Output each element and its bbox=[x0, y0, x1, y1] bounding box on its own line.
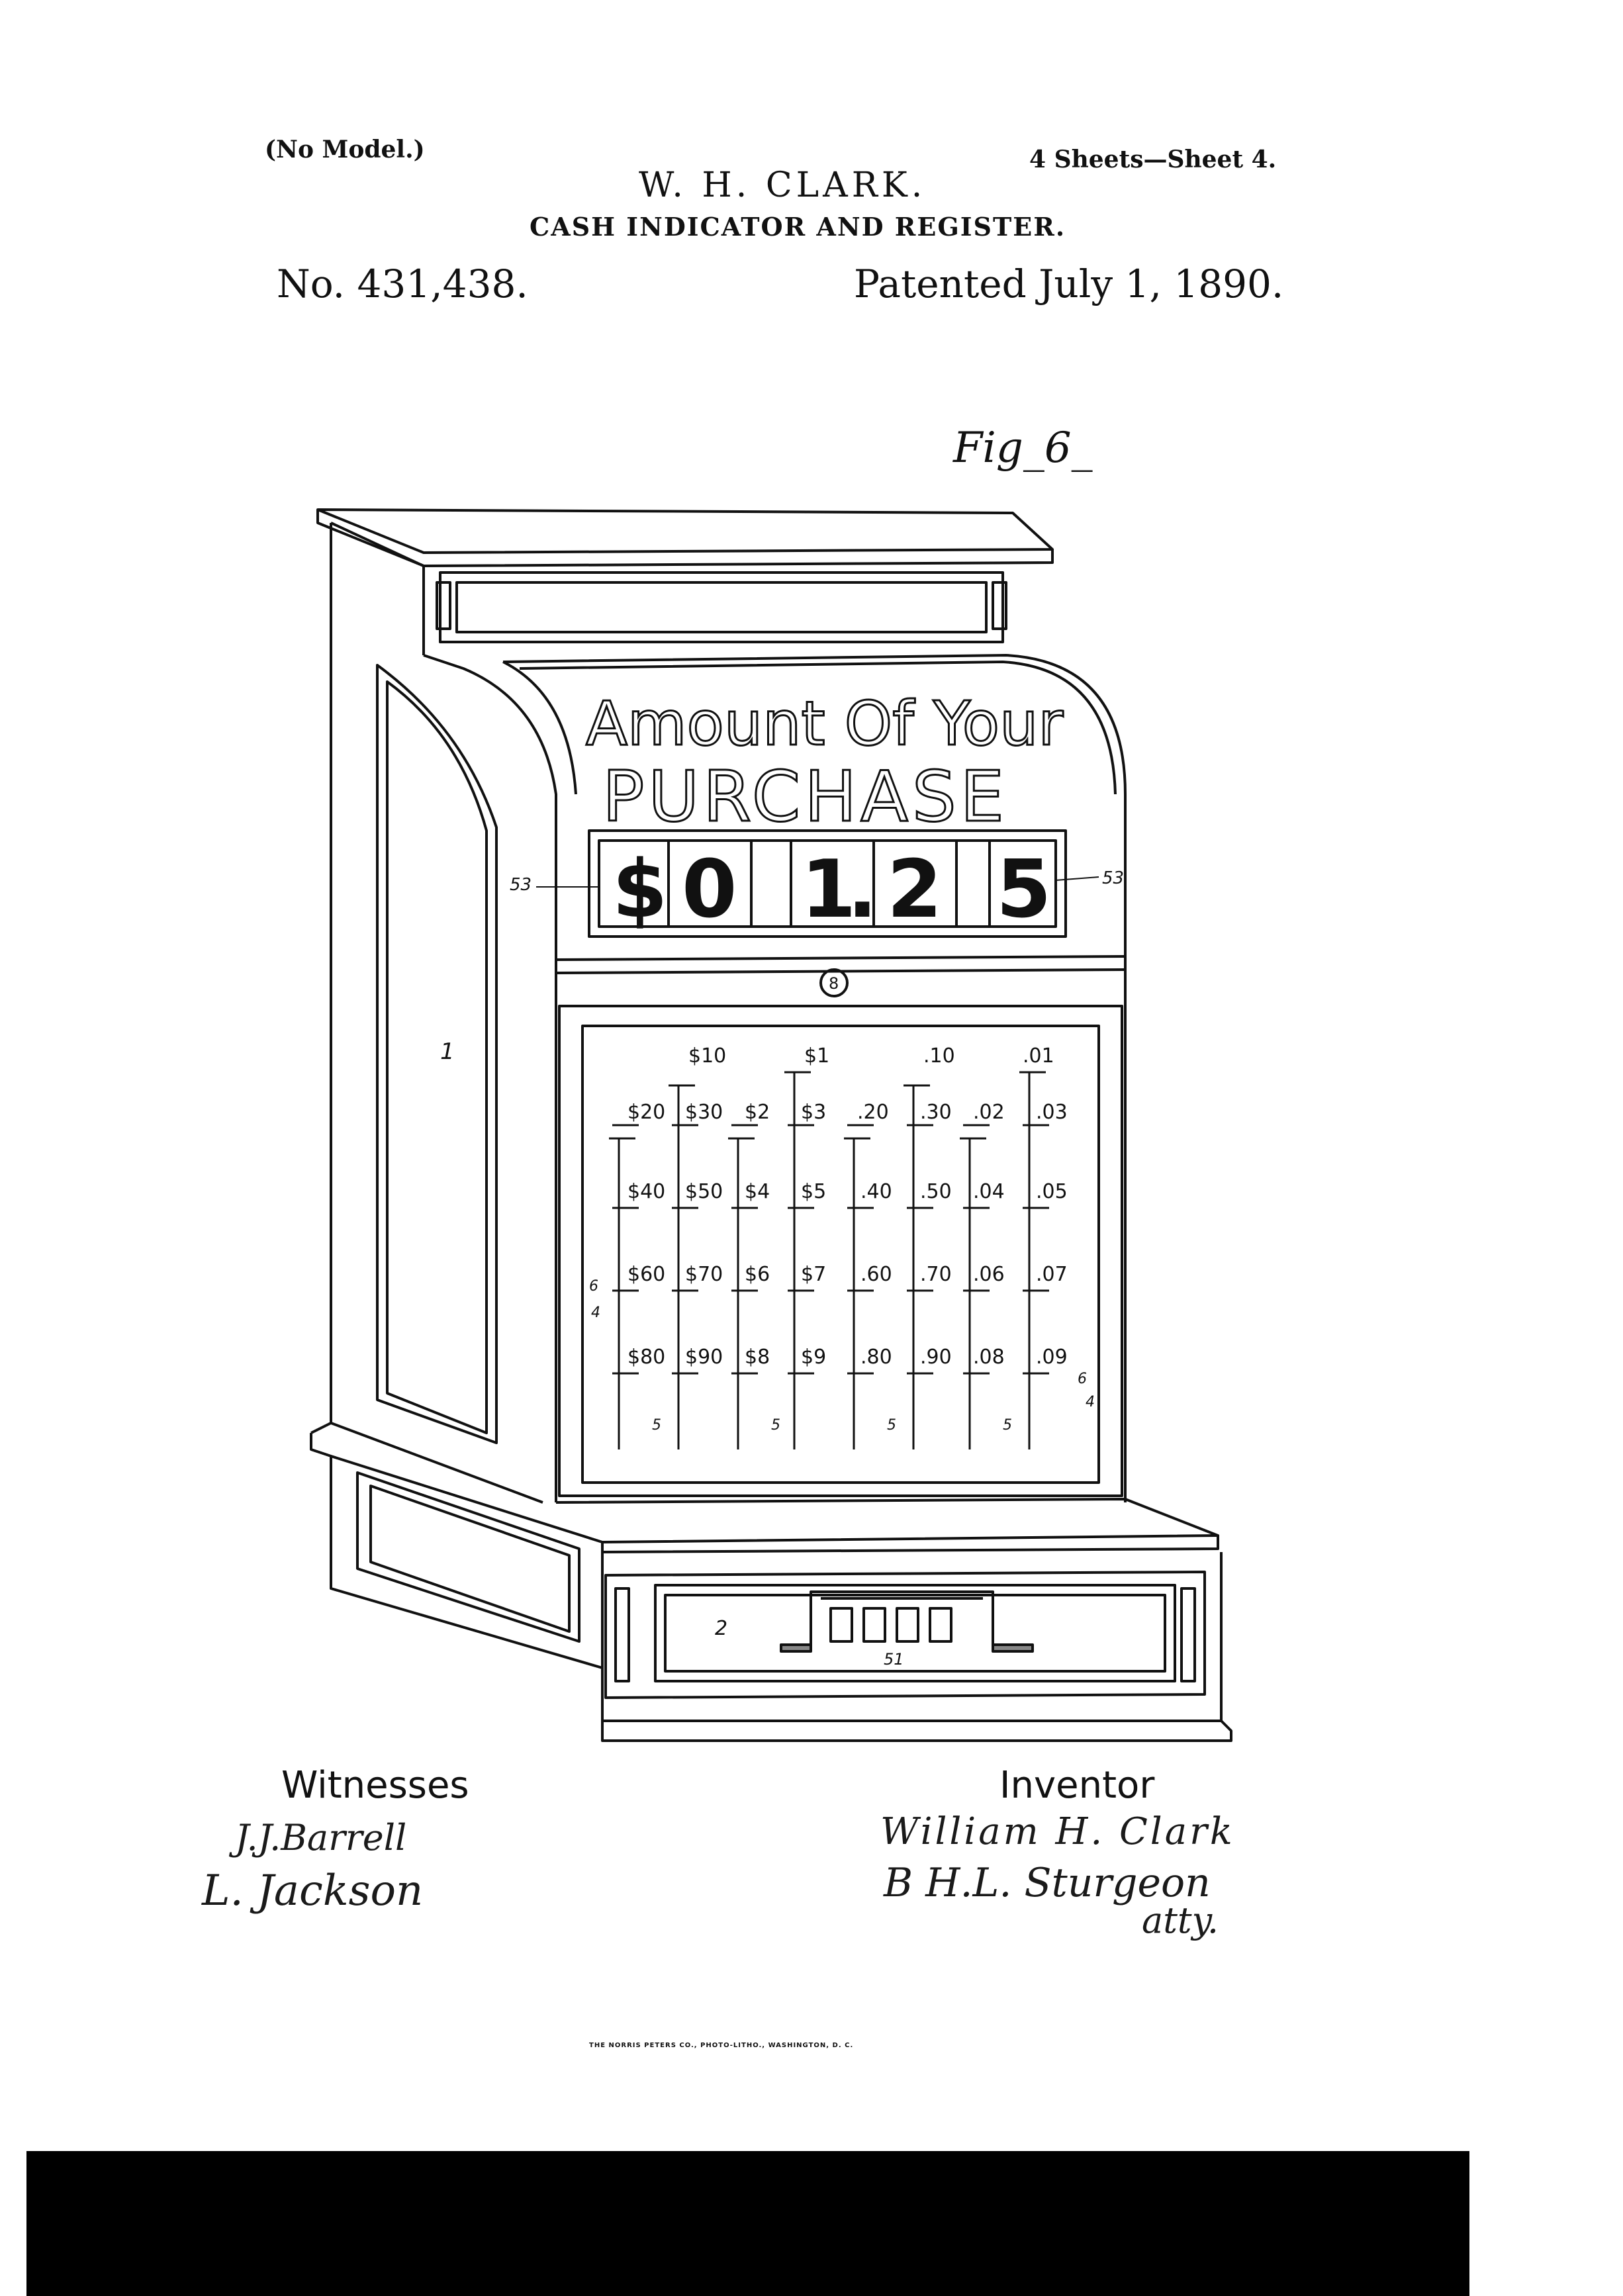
key-label: .02 bbox=[973, 1101, 1005, 1124]
key-label: $2 bbox=[745, 1101, 770, 1124]
callout-key-bottom-5: 5 bbox=[771, 1417, 780, 1434]
callout-drawer-mechanism: 51 bbox=[884, 1650, 904, 1669]
key-label: .60 bbox=[860, 1263, 892, 1286]
callout-drawer: 2 bbox=[715, 1617, 727, 1640]
display-window bbox=[588, 829, 1067, 938]
sign-line-1: Amount Of Your bbox=[586, 688, 1063, 759]
key-label: .30 bbox=[920, 1101, 952, 1124]
inventor-title: Inventor bbox=[999, 1764, 1155, 1807]
key-slots bbox=[609, 1071, 1049, 1449]
callout-key-right-6: 6 bbox=[1078, 1371, 1087, 1387]
key-label: $40 bbox=[627, 1180, 665, 1203]
arched-front bbox=[423, 654, 557, 1502]
display-digit-decimal: . bbox=[847, 844, 878, 936]
key-label: .04 bbox=[973, 1180, 1005, 1203]
key-label: .70 bbox=[920, 1263, 952, 1286]
key-label: $3 bbox=[801, 1101, 826, 1124]
display-digit-hundredths: 5 bbox=[996, 844, 1052, 936]
key-label: $4 bbox=[745, 1180, 770, 1203]
key-label: .09 bbox=[1036, 1346, 1068, 1369]
sign-line-2: PURCHASE bbox=[602, 757, 1008, 837]
display-digit-currency: $ bbox=[612, 844, 668, 936]
key-label: $70 bbox=[685, 1263, 723, 1286]
scan-edge-bar bbox=[26, 2151, 1469, 2296]
column-header: $10 bbox=[688, 1044, 726, 1068]
key-panel bbox=[558, 1005, 1123, 1497]
key-grid: $20 $30 $2 $3 .20 .30 .02 .03 $40 $50 $4… bbox=[627, 1101, 1068, 1369]
purchase-display: $ 0 1 . 2 5 bbox=[612, 844, 1052, 936]
witnesses-title: Witnesses bbox=[281, 1764, 469, 1807]
column-header: $1 bbox=[804, 1044, 829, 1068]
key-label: $9 bbox=[801, 1346, 826, 1369]
key-label: .80 bbox=[860, 1346, 892, 1369]
crown-panel bbox=[439, 571, 1004, 643]
display-digit-units: 1 bbox=[801, 844, 857, 936]
cash-drawer bbox=[654, 1584, 1176, 1682]
witness-signature-2: L. Jackson bbox=[202, 1866, 424, 1915]
column-header: .01 bbox=[1023, 1044, 1054, 1068]
column-header: .10 bbox=[923, 1044, 955, 1068]
key-label: .05 bbox=[1036, 1180, 1068, 1203]
key-label: $6 bbox=[745, 1263, 770, 1286]
display-digit-tenths: 2 bbox=[887, 844, 943, 936]
printer-credit: THE NORRIS PETERS CO., PHOTO-LITHO., WAS… bbox=[589, 2042, 854, 2049]
callout-body: 1 bbox=[440, 1038, 455, 1065]
key-label: .50 bbox=[920, 1180, 952, 1203]
attorney-signature: B H.L. Sturgeon bbox=[884, 1860, 1211, 1906]
figure-label: Fig_6_ bbox=[953, 424, 1093, 473]
side-door-panel bbox=[376, 664, 498, 1444]
key-label: .06 bbox=[973, 1263, 1005, 1286]
sheet-count: 4 Sheets—Sheet 4. bbox=[1029, 146, 1277, 173]
inventor-name-header: W. H. CLARK. bbox=[639, 165, 927, 205]
drawer-mechanism bbox=[781, 1590, 1033, 1649]
key-label: $50 bbox=[685, 1180, 723, 1203]
key-label: $60 bbox=[627, 1263, 665, 1286]
callout-display-right: 53 bbox=[1102, 868, 1124, 888]
callout-key-left-4: 4 bbox=[591, 1305, 600, 1321]
key-label: $5 bbox=[801, 1180, 826, 1203]
callout-display-left: 53 bbox=[510, 875, 532, 895]
base-front bbox=[601, 1552, 1223, 1722]
lock-hole bbox=[819, 968, 849, 997]
display-digit-tens: 0 bbox=[682, 844, 737, 936]
key-label: $30 bbox=[685, 1101, 723, 1124]
inventor-signature: William H. Clark bbox=[880, 1810, 1235, 1853]
callout-key-left-6: 6 bbox=[589, 1278, 598, 1295]
patent-title: CASH INDICATOR AND REGISTER. bbox=[530, 212, 1066, 242]
top-cap bbox=[316, 508, 1054, 554]
key-label: $80 bbox=[627, 1346, 665, 1369]
patent-number: No. 431,438. bbox=[277, 261, 528, 306]
callout-key-right-4: 4 bbox=[1086, 1394, 1095, 1410]
key-label: $7 bbox=[801, 1263, 826, 1286]
callout-lock-hole: 8 bbox=[829, 974, 839, 993]
callout-key-bottom-5: 5 bbox=[652, 1417, 661, 1434]
key-label: .08 bbox=[973, 1346, 1005, 1369]
key-label: .07 bbox=[1036, 1263, 1068, 1286]
key-label: $20 bbox=[627, 1101, 665, 1124]
witness-signature-1: J.J.Barrell bbox=[235, 1817, 407, 1859]
patent-date: Patented July 1, 1890. bbox=[854, 261, 1284, 306]
key-label: $90 bbox=[685, 1346, 723, 1369]
cabinet-left-side bbox=[330, 523, 543, 1504]
key-label: .90 bbox=[920, 1346, 952, 1369]
callout-key-bottom-5: 5 bbox=[887, 1417, 896, 1434]
no-model-label: (No Model.) bbox=[265, 136, 425, 163]
key-label: .40 bbox=[860, 1180, 892, 1203]
key-label: $8 bbox=[745, 1346, 770, 1369]
callout-key-bottom-5: 5 bbox=[1003, 1417, 1012, 1434]
attorney-suffix: atty. bbox=[1142, 1900, 1219, 1941]
key-label: .03 bbox=[1036, 1101, 1068, 1124]
key-label: .20 bbox=[857, 1101, 889, 1124]
